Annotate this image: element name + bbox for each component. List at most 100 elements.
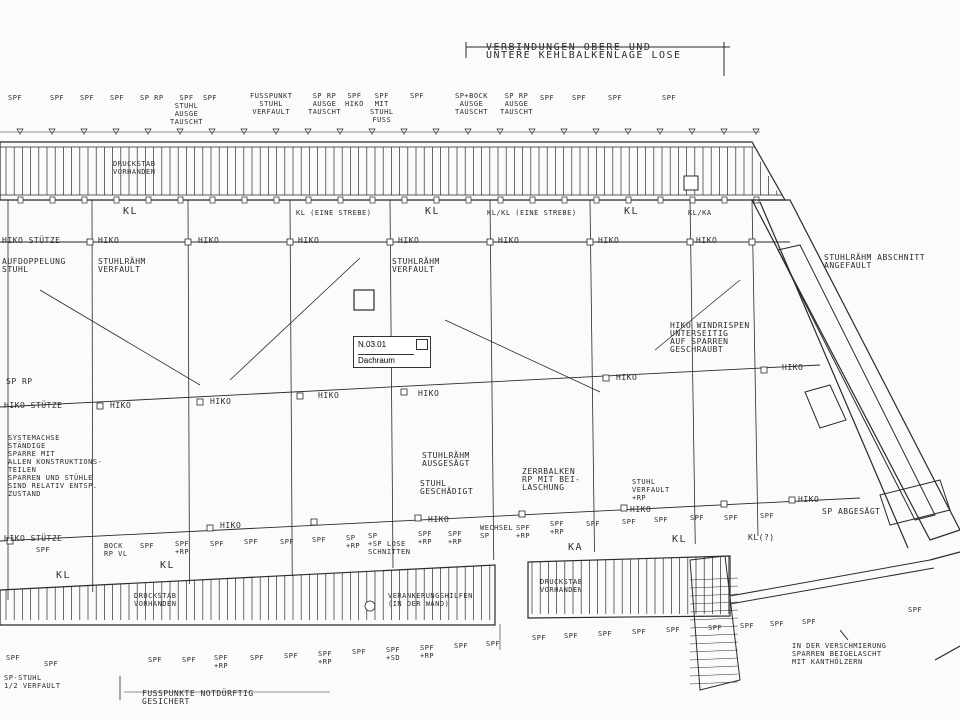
hiko-note: HIKO [428, 515, 450, 524]
rafter-note: SPF [654, 516, 669, 524]
kl-note: KL [160, 560, 176, 571]
post-knot-icon [686, 238, 694, 246]
rafter-marker-icon [176, 128, 184, 135]
post-marker-icon [241, 196, 248, 204]
post-knot-icon [586, 238, 594, 246]
rafter-note: SPF [802, 618, 817, 626]
stair-tread [689, 593, 739, 597]
wall-line [729, 559, 931, 597]
rafter-note: SPF +RP [550, 520, 565, 536]
post-knot-icon [486, 238, 494, 246]
post-marker-icon [305, 196, 312, 204]
top-note: SPF [8, 94, 23, 102]
hiko-note: HIKO [498, 236, 520, 245]
aufdoppelung-note: AUFDOPPELUNG STUHL [2, 257, 66, 274]
room-name: Dachraum [358, 354, 414, 365]
post-knot-icon [296, 392, 304, 400]
hiko-note: HIKO [220, 521, 242, 530]
rafter-marker-icon [368, 128, 376, 135]
rafter-column [489, 199, 495, 561]
post-knot-icon [414, 514, 422, 522]
rafter-column [187, 199, 190, 585]
rafter-note: SPF [36, 546, 51, 554]
rafter-note: SPF [770, 620, 785, 628]
rafter-column [589, 199, 595, 553]
post-knot-icon [86, 238, 94, 246]
rafter-note: WECHSEL SP [480, 524, 514, 540]
post-marker-icon [689, 196, 696, 204]
top-note: SPF [50, 94, 65, 102]
stair-tread [689, 633, 739, 637]
hiko-note: HIKO [418, 389, 440, 398]
post-marker-icon [433, 196, 440, 204]
top-note: SPF [110, 94, 125, 102]
bottom-eave-outline [0, 564, 496, 626]
post-knot-icon [602, 374, 610, 382]
post-marker-icon [561, 196, 568, 204]
post-marker-icon [721, 196, 728, 204]
wall-line [759, 201, 909, 549]
rafter-note: SPF [908, 606, 923, 614]
kl-note: KL [123, 206, 139, 217]
right-wall-outer [751, 199, 960, 541]
kl-note: KL/KA [688, 209, 712, 217]
rafter-note: SPF [690, 514, 705, 522]
top-note: SPF STUHL AUSGE TAUSCHT [170, 94, 204, 126]
rafter-note: SPF [586, 520, 601, 528]
rafter-marker-icon [528, 128, 536, 135]
rafter-note: SPF [760, 512, 775, 520]
zerrbalken-note: ZERRBALKEN RP MIT BEI- LASCHUNG [522, 467, 581, 492]
rafter-note: SP +SP LOSE SCHNITTEN [368, 532, 411, 556]
stuhlraehm-line [0, 364, 821, 408]
top-note: FUSSPUNKT STUHL VERFAULT [250, 92, 293, 116]
sp-stuhl-note: SP-STUHL 1/2 VERFAULT [4, 674, 61, 690]
rafter-note: SPF +RP [516, 524, 531, 540]
post-marker-icon [625, 196, 632, 204]
rafter-note: SPF [666, 626, 681, 634]
post-marker-icon [81, 196, 88, 204]
stuhlraehm-line [0, 497, 861, 542]
right-wall-inner [777, 244, 936, 521]
post-marker-icon [17, 196, 24, 204]
rafter-note: SPF +RP [175, 540, 190, 556]
sp-rp-note: SP RP [6, 377, 33, 386]
rafter-note: SPF [250, 654, 265, 662]
rafter-marker-icon [336, 128, 344, 135]
post-knot-icon [6, 537, 14, 545]
hiko-note: HIKO [398, 236, 420, 245]
wind-brace [654, 279, 741, 351]
stair-tread [689, 673, 739, 677]
rafter-column [389, 199, 394, 569]
post-knot-icon [96, 402, 104, 410]
rafter-note: SPF +RP [418, 530, 433, 546]
kl-note: KL/KL (EINE STREBE) [487, 209, 577, 217]
post-knot-icon [400, 388, 408, 396]
stair-tread [689, 681, 739, 685]
hiko-note: HIKO [98, 236, 120, 245]
rafter-marker-icon [592, 128, 600, 135]
post-marker-icon [465, 196, 472, 204]
stair-outline [689, 555, 741, 691]
rafter-note: SPF +SD [386, 646, 401, 662]
verschmierung-note: IN DER VERSCHMIERUNG SPARREN BEIGELASCHT… [792, 642, 887, 666]
wall-line [934, 645, 960, 661]
sp-abgesaegt-note: SP ABGESÄGT [822, 507, 881, 516]
rafter-marker-icon [304, 128, 312, 135]
room-tag-box-icon [416, 339, 428, 350]
stair-tread [689, 649, 739, 653]
post-knot-icon [184, 238, 192, 246]
hiko-note: HIKO [198, 236, 220, 245]
rafter-column [289, 199, 293, 577]
top-note: SPF [80, 94, 95, 102]
room-id: N.03.01 [358, 340, 387, 349]
stair-tread [689, 577, 739, 581]
post-marker-icon [145, 196, 152, 204]
stair-tread [689, 585, 739, 589]
rafter-column [689, 199, 696, 545]
chimney-square [683, 175, 699, 191]
post-marker-icon [113, 196, 120, 204]
top-note: SPF [572, 94, 587, 102]
rafter-note: SPF [740, 622, 755, 630]
rafter-note: SPF [486, 640, 501, 648]
rafter-marker-icon [16, 128, 24, 135]
